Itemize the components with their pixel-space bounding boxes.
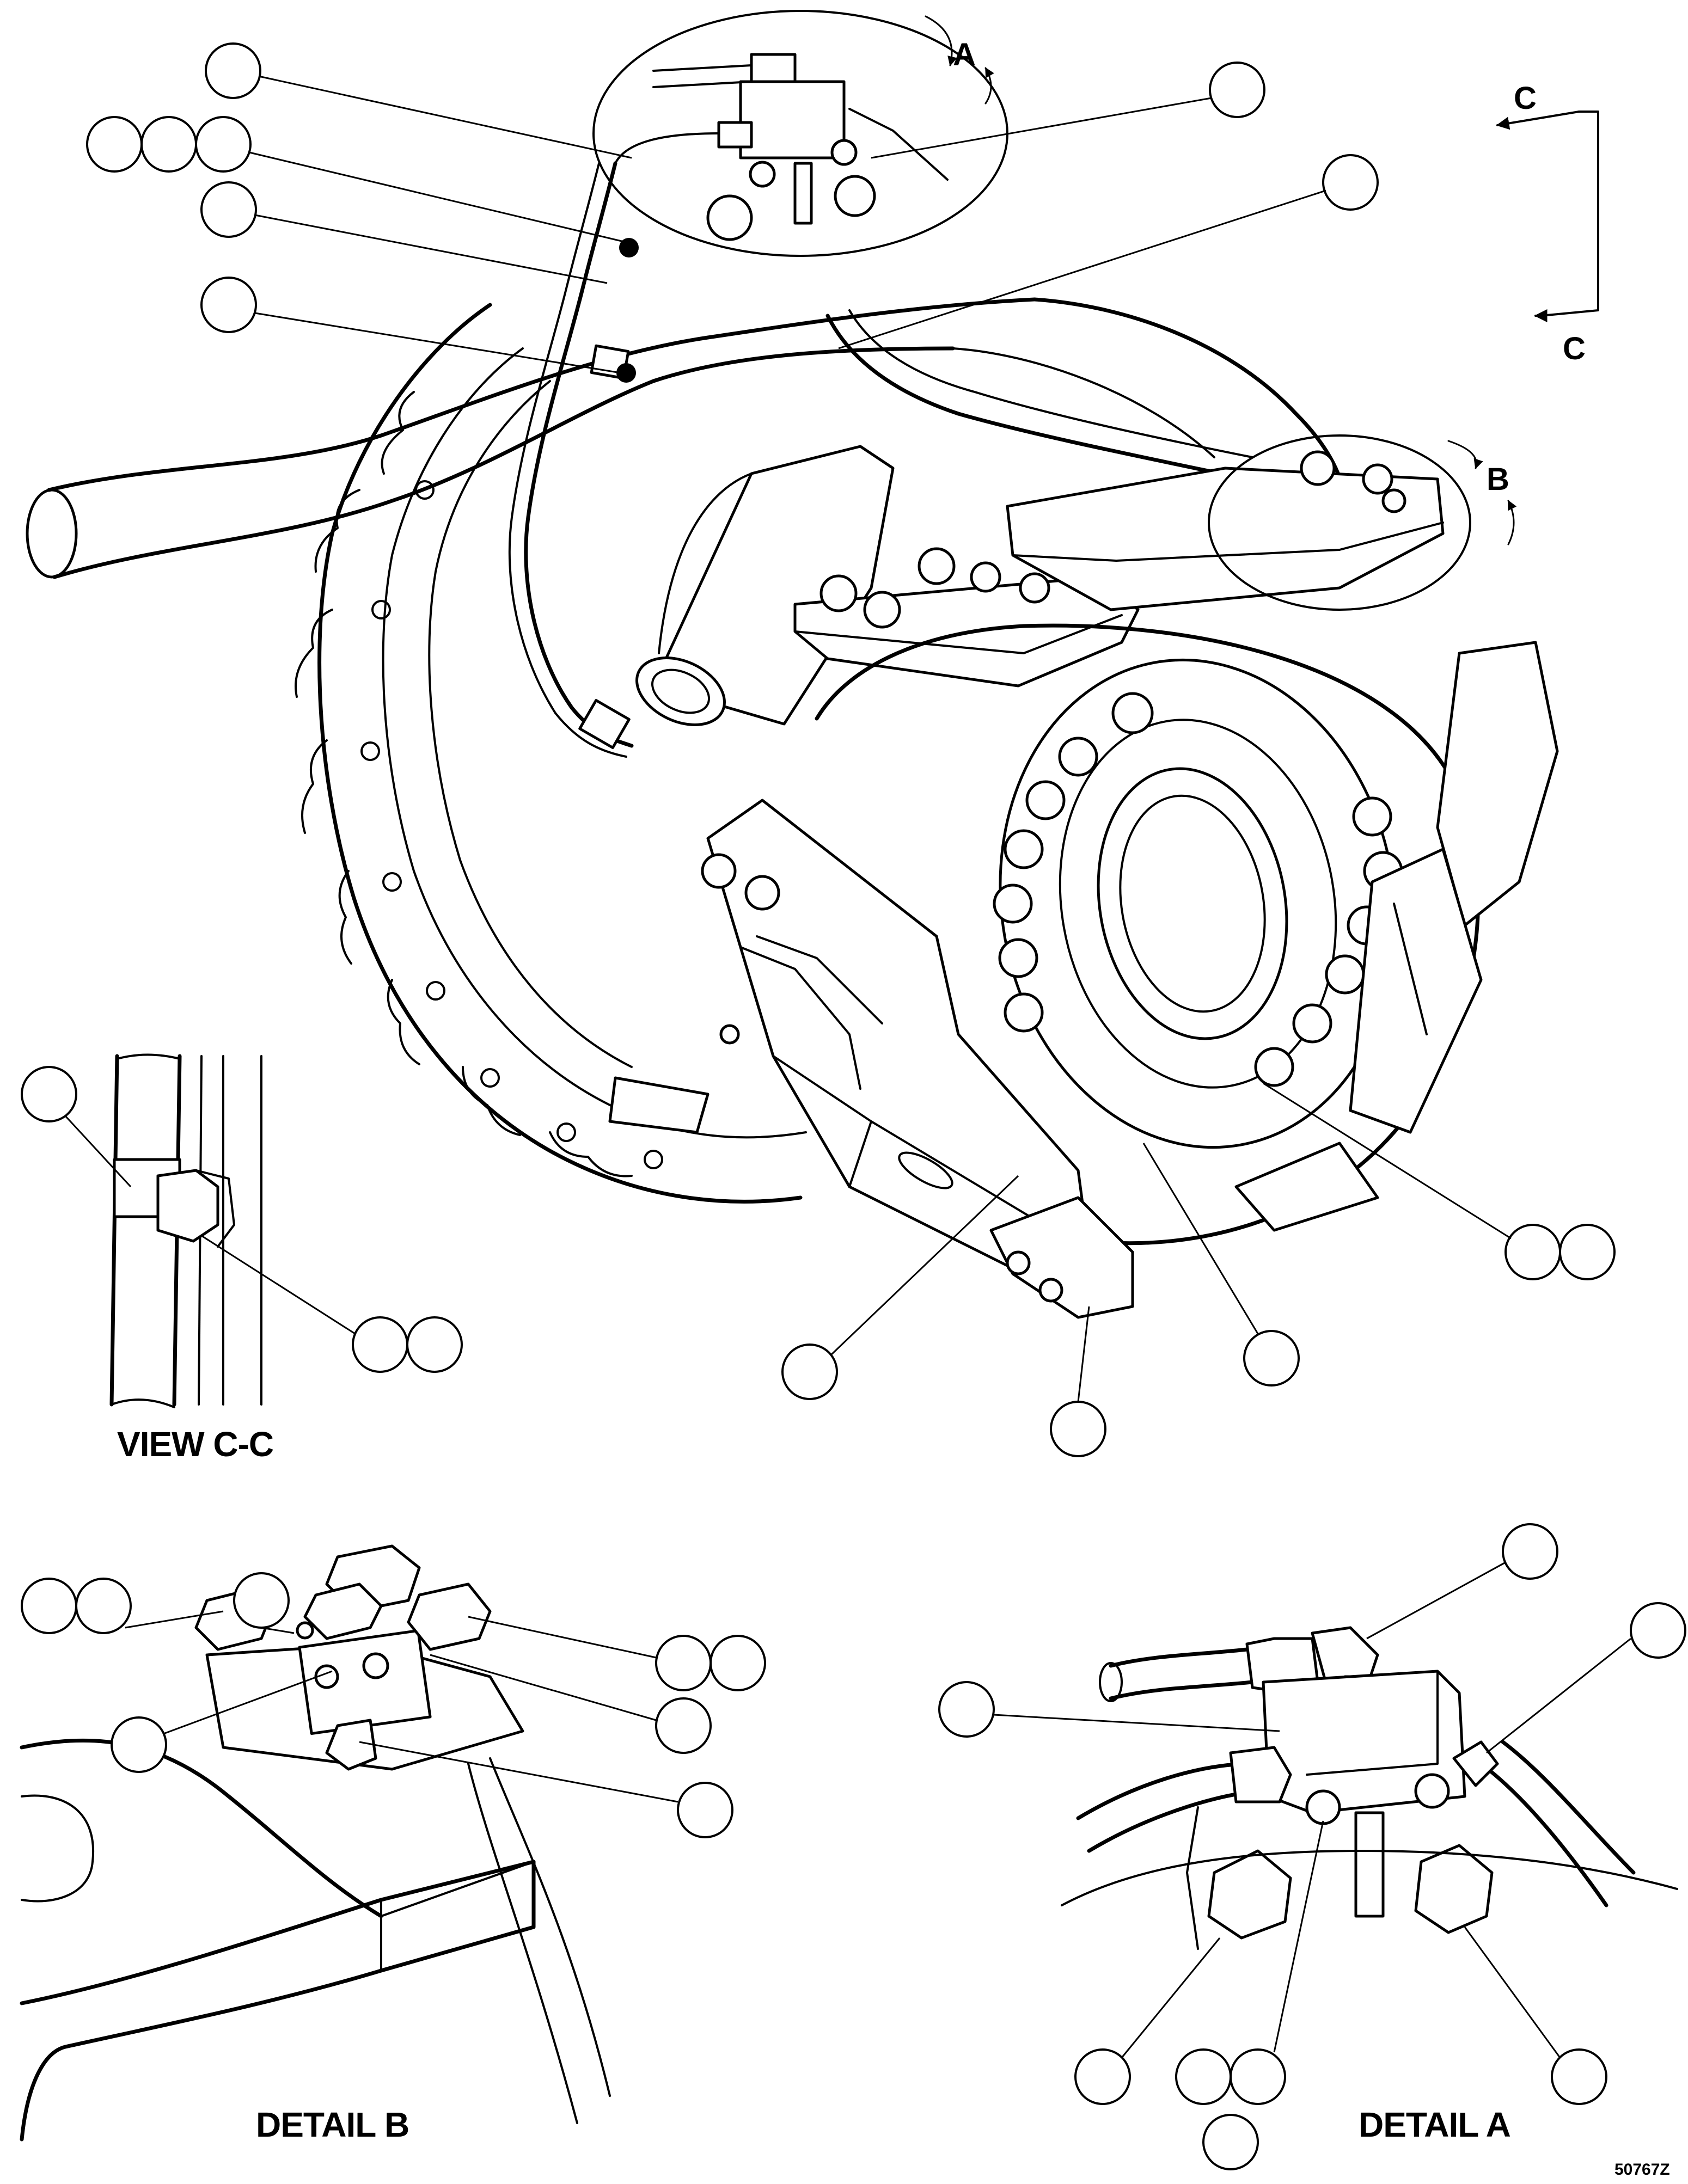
housing-scallops xyxy=(295,391,633,1177)
right-pads xyxy=(1234,641,1559,1232)
hydraulic-line xyxy=(508,161,634,758)
detail-b-label: DETAIL B xyxy=(256,2105,409,2144)
caliper-lower xyxy=(701,799,1091,1281)
figure-number: 50767Z xyxy=(1614,2161,1670,2179)
view-cc-callout-1 xyxy=(21,1066,77,1122)
main-leaders xyxy=(249,75,1512,1402)
main-tube xyxy=(26,297,1347,579)
detail-b: DETAIL B xyxy=(20,1544,766,2144)
manifold-in-circle-a xyxy=(614,53,949,241)
detail-a-callouts xyxy=(938,1523,1686,2170)
view-cc-label: VIEW C-C xyxy=(117,1425,273,1464)
hub-bolts xyxy=(993,692,1403,1087)
bottom-lugs xyxy=(608,1076,1134,1319)
detail-a: DETAIL A xyxy=(938,1523,1686,2170)
main-assembly: A B C C xyxy=(26,10,1616,1457)
view-cc: VIEW C-C xyxy=(21,1053,463,1464)
detail-a-arrow xyxy=(925,15,957,66)
detail-b-arrow-label: B xyxy=(1487,462,1509,497)
detail-b-leaders xyxy=(125,1610,678,1803)
housing-bolt-holes xyxy=(360,480,663,1169)
motor xyxy=(635,445,895,726)
section-c-bottom-label: C xyxy=(1563,331,1586,366)
section-c-top-label: C xyxy=(1514,81,1537,116)
main-callouts xyxy=(86,42,1616,1457)
upper-hose xyxy=(825,309,1253,481)
detail-b-bolts xyxy=(194,1544,492,1771)
detail-b-callouts xyxy=(21,1572,766,1838)
detail-a-label: DETAIL A xyxy=(1359,2105,1510,2144)
section-c-marker: C C xyxy=(1496,81,1599,366)
tube-clamps xyxy=(616,238,639,383)
hub xyxy=(815,623,1480,1246)
housing-outline xyxy=(317,303,803,1204)
detail-a-leaders xyxy=(993,1561,1631,2058)
bracket-b xyxy=(1006,450,1445,611)
housing-inner-ring xyxy=(382,347,807,1139)
detail-a-arrow-label: A xyxy=(953,37,976,72)
detail-b-circle xyxy=(1208,434,1471,611)
